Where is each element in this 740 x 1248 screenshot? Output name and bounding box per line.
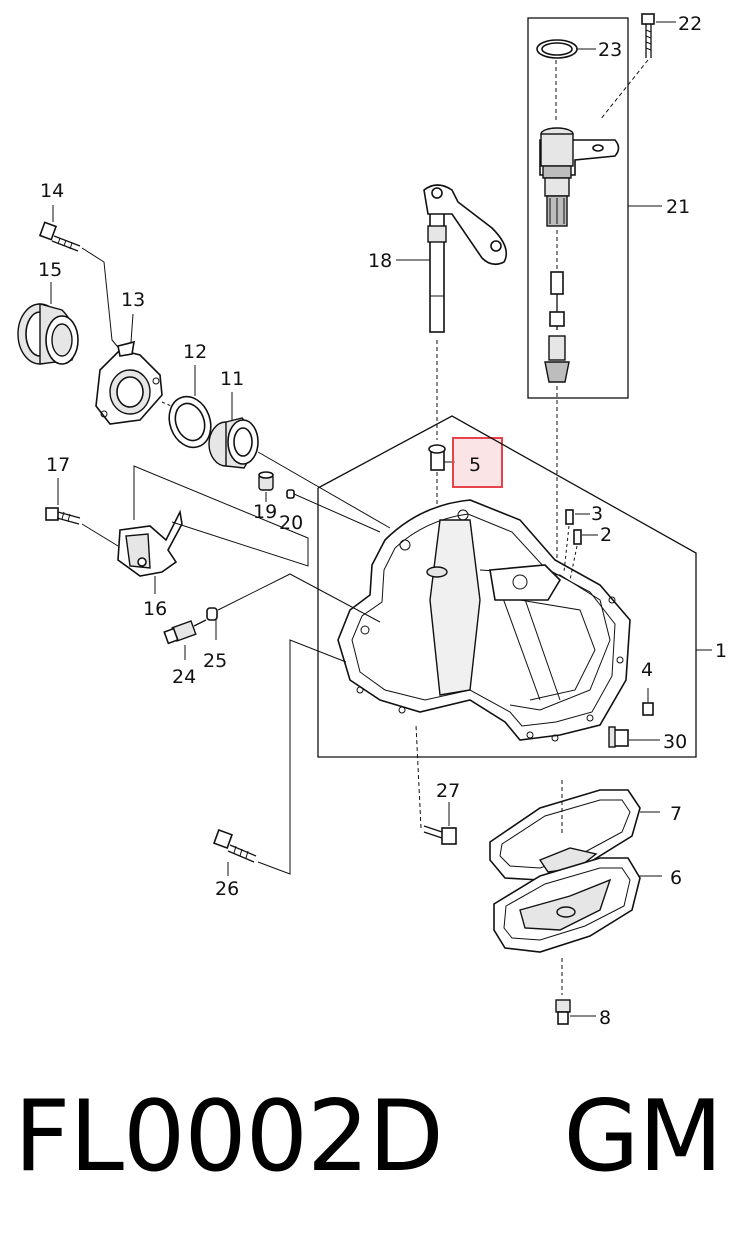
part-15-release-bearing — [17, 282, 79, 365]
part-8-drain-plug — [555, 999, 596, 1025]
part-20-pin — [286, 489, 381, 533]
speedometer-group-box — [527, 17, 662, 399]
part-3-pin — [563, 509, 590, 573]
callout-19: 19 — [253, 501, 277, 523]
callout-8: 8 — [599, 1007, 611, 1029]
brand-name: GM — [563, 1080, 722, 1194]
callout-4: 4 — [641, 659, 653, 681]
part-14-bolt — [38, 205, 123, 353]
callout-1: 1 — [715, 640, 727, 662]
callout-3: 3 — [591, 503, 603, 525]
part-26-bolt — [213, 639, 347, 876]
callout-21: 21 — [666, 196, 690, 218]
exploded-parts-diagram: 22 23 21 18 14 15 13 12 11 5 17 19 20 3 … — [17, 13, 727, 1029]
part-1-transaxle-case — [337, 499, 631, 742]
part-19-bushing — [258, 471, 274, 502]
callout-14: 14 — [40, 180, 64, 202]
part-4-plug — [642, 688, 654, 716]
callout-27: 27 — [436, 780, 460, 802]
part-13-bearing-retainer — [95, 313, 177, 425]
callout-17: 17 — [46, 454, 70, 476]
part-22-bolt — [599, 13, 676, 121]
part-27-bolt — [415, 724, 457, 845]
callout-16: 16 — [143, 598, 167, 620]
part-2-pin — [569, 529, 598, 581]
part-17-bolt — [45, 478, 119, 547]
callout-7: 7 — [670, 803, 682, 825]
callout-24: 24 — [172, 666, 196, 688]
part-30-plug — [608, 726, 660, 748]
callout-2: 2 — [600, 524, 612, 546]
part-18-shift-shaft — [396, 184, 508, 440]
callout-12: 12 — [183, 341, 207, 363]
part-11-oil-seal — [208, 392, 391, 529]
part-21-speedometer-driven-gear — [539, 127, 620, 560]
callout-15: 15 — [38, 259, 62, 281]
callout-labels: 22 23 21 18 14 15 13 12 11 5 17 19 20 3 … — [38, 13, 727, 1029]
callout-5[interactable]: 5 — [469, 454, 481, 476]
part-6-oil-pan — [493, 857, 662, 995]
callout-13: 13 — [121, 289, 145, 311]
part-7-oil-pan-gasket — [489, 780, 660, 881]
callout-6: 6 — [670, 867, 682, 889]
part-code-caption: FL0002D GM — [14, 1088, 723, 1186]
callout-30: 30 — [663, 731, 687, 753]
callout-18: 18 — [368, 250, 392, 272]
part-24-switch — [163, 619, 207, 660]
part-number: FL0002D — [14, 1080, 444, 1194]
callout-26: 26 — [215, 878, 239, 900]
part-5-highlight-box[interactable] — [452, 437, 503, 488]
part-12-gasket — [168, 365, 212, 449]
callout-25: 25 — [203, 650, 227, 672]
case-group-outline — [317, 415, 712, 758]
callout-23: 23 — [598, 39, 622, 61]
callout-20: 20 — [279, 512, 303, 534]
callout-22: 22 — [678, 13, 702, 35]
callout-11: 11 — [220, 368, 244, 390]
part-25-washer — [206, 573, 381, 640]
part-23-oring — [536, 39, 596, 122]
part-16-shift-lever — [117, 465, 309, 594]
